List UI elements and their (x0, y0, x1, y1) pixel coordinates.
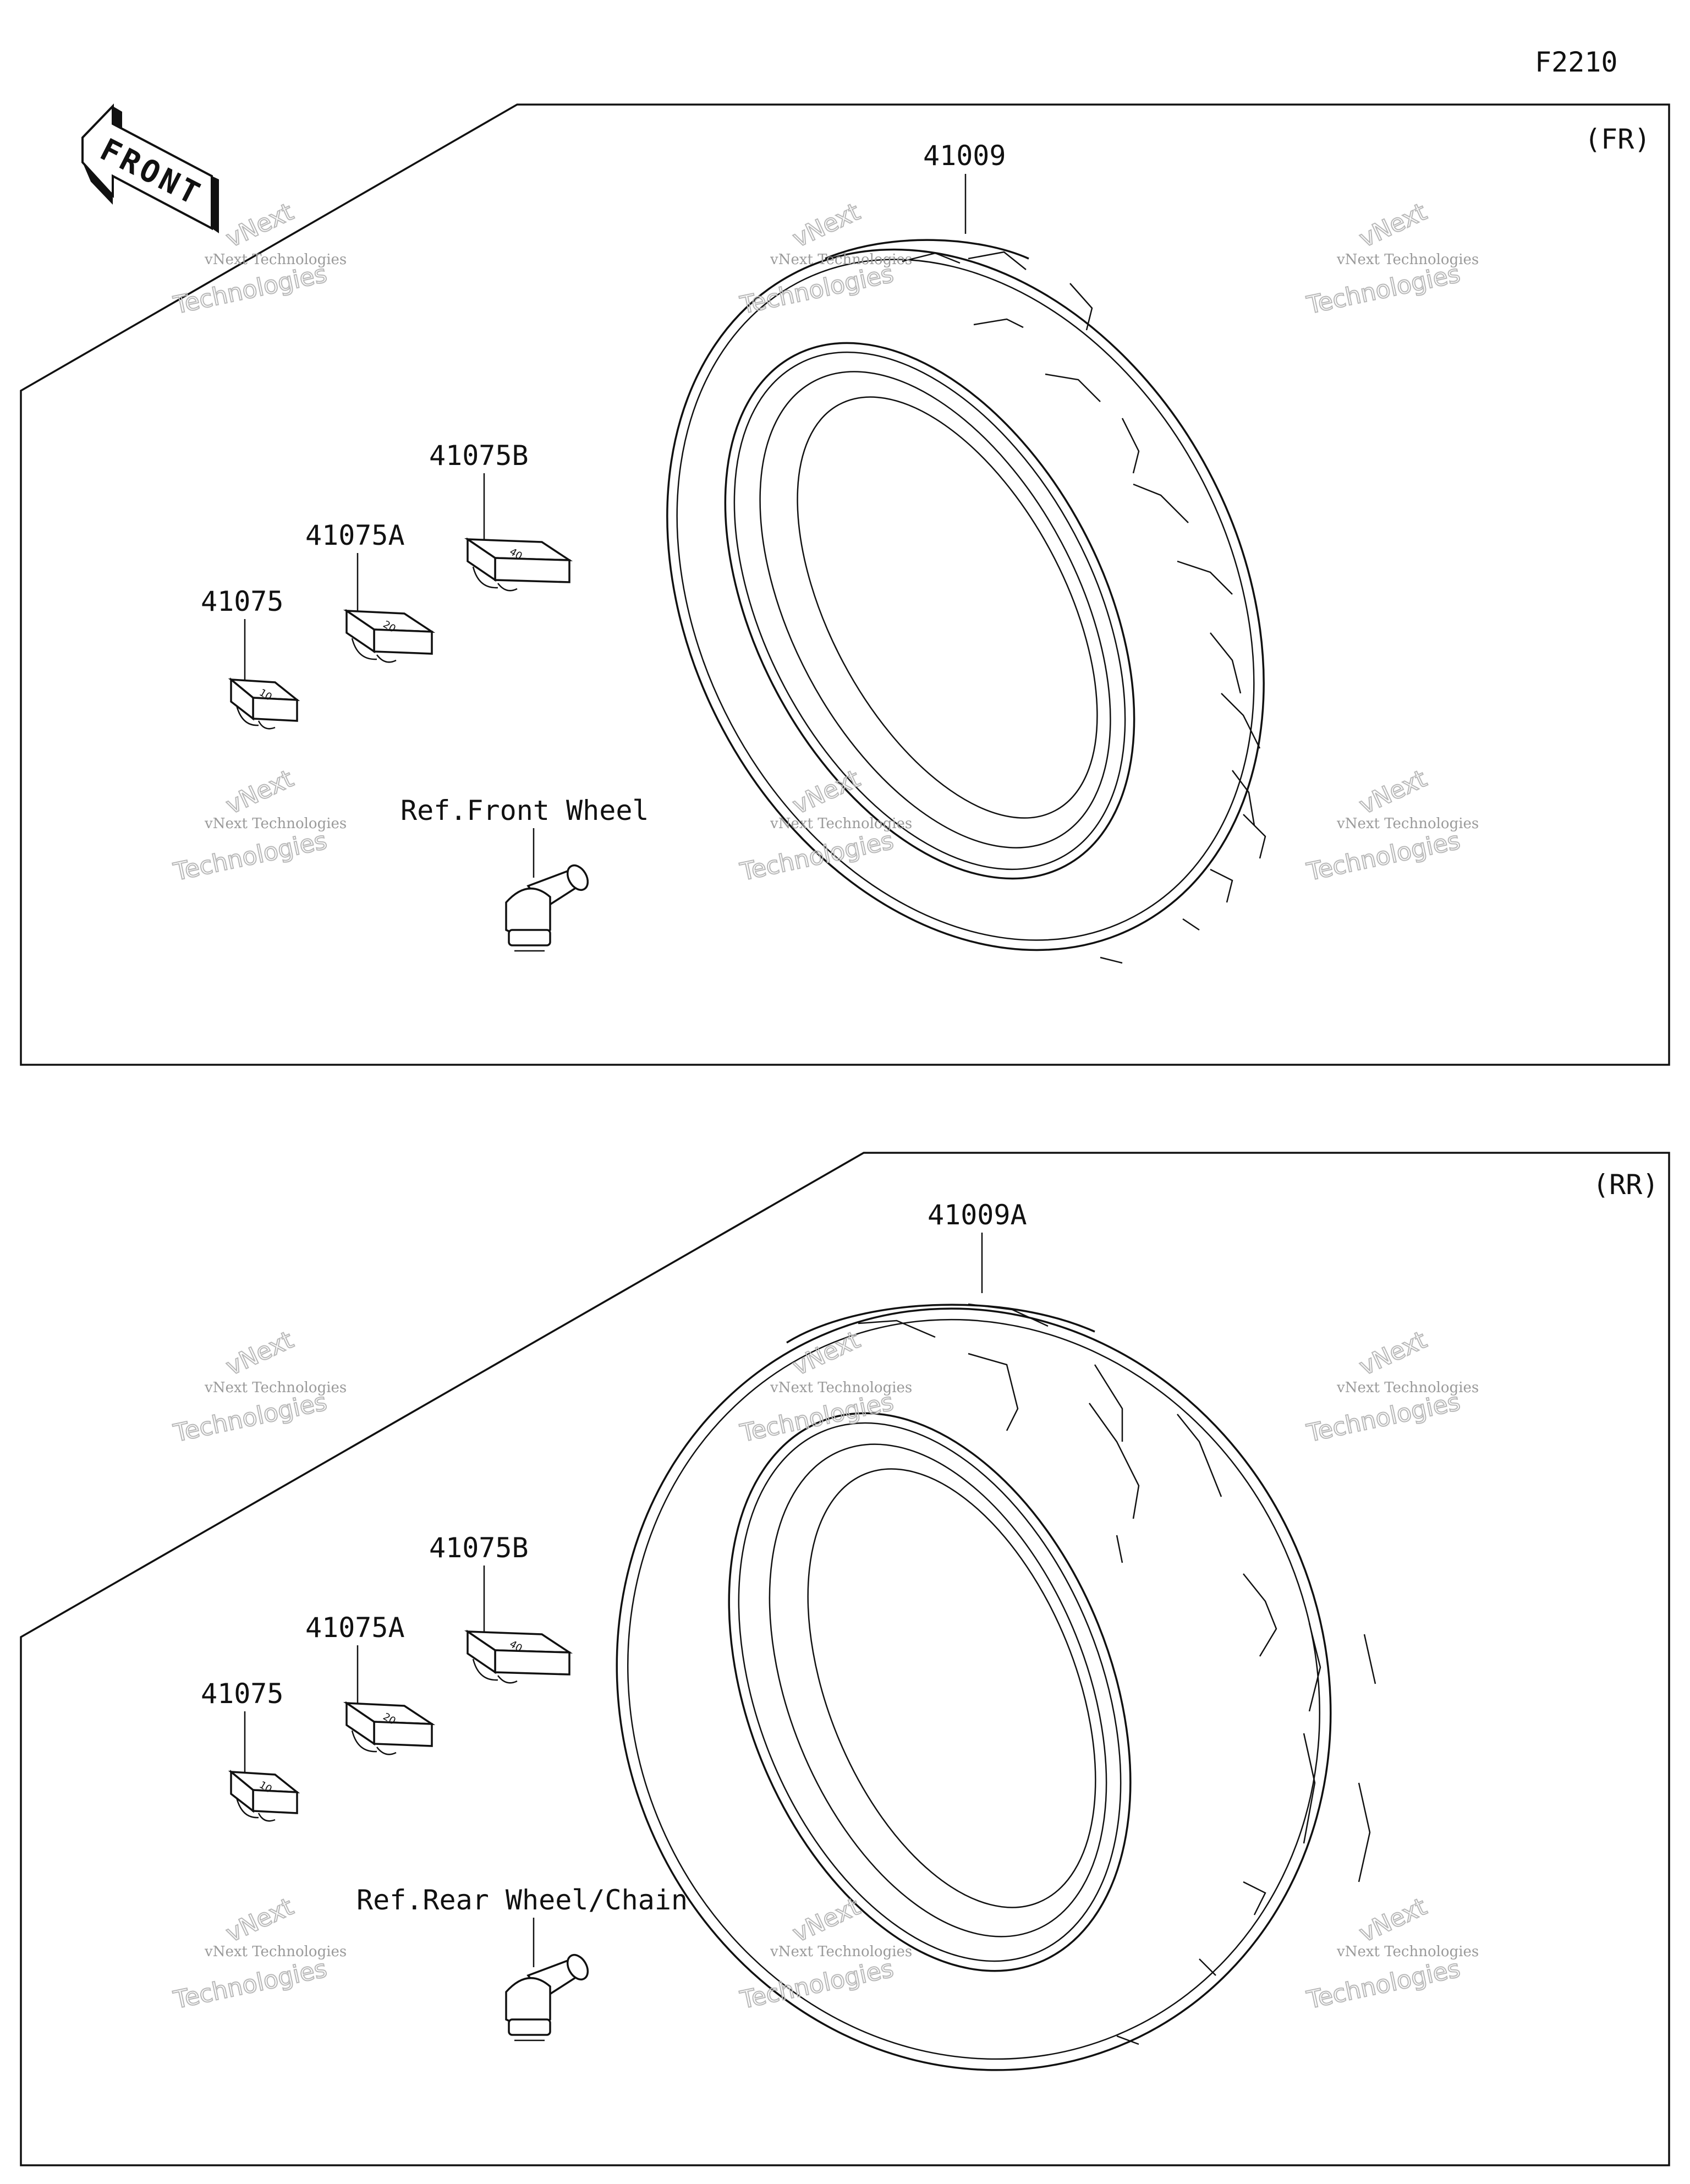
rear-wheel-weight-20-icon: 20 (343, 1701, 436, 1755)
watermark-big: Technologies (1304, 260, 1463, 320)
rear-panel-frame (20, 1152, 1670, 2166)
watermark-big: vNext (222, 1326, 298, 1381)
watermark-small: vNext Technologies (770, 1380, 912, 1396)
watermark-small: vNext Technologies (204, 815, 347, 832)
watermark-big: Technologies (1304, 826, 1463, 886)
front-panel-frame (20, 103, 1670, 1066)
rear-weight-41075B-label: 41075B (429, 1532, 529, 1564)
watermark-big: Technologies (738, 826, 896, 886)
front-weight-41075A-label: 41075A (305, 519, 405, 551)
watermark-small: vNext Technologies (204, 1944, 347, 1960)
front-tire-icon (666, 239, 1266, 964)
watermark-small: vNext Technologies (770, 815, 912, 832)
watermark-big: vNext (1355, 764, 1431, 820)
watermark-big: vNext (1355, 198, 1431, 253)
front-tire-part-number: 41009 (923, 140, 1006, 172)
watermark-big: vNext (1355, 1326, 1431, 1381)
watermark-big: vNext (222, 764, 298, 820)
watermark-big: Technologies (171, 260, 330, 320)
rear-wheel-weight-10-icon: 10 (228, 1770, 300, 1822)
front-panel: (FR) 41009 (20, 103, 1670, 1066)
rear-valve-ref-label: Ref.Rear Wheel/Chain (356, 1884, 688, 1916)
watermark-small: vNext Technologies (770, 251, 912, 268)
front-wheel-weight-10-icon: 10 (228, 677, 300, 730)
front-position-label: (FR) (1584, 123, 1650, 155)
watermark-big: Technologies (171, 1955, 330, 2015)
front-wheel-weight-40-icon: 40 (464, 537, 573, 592)
front-direction-arrow-icon: FRONT (81, 103, 219, 233)
front-valve-ref-label: Ref.Front Wheel (400, 795, 649, 826)
watermark-small: vNext Technologies (204, 1380, 347, 1396)
watermark-big: vNext (222, 198, 298, 253)
front-wheel-weight-20-icon: 20 (343, 609, 436, 663)
watermark-big: Technologies (171, 826, 330, 886)
front-air-valve-icon (505, 864, 589, 952)
watermark-big: vNext (1355, 1892, 1431, 1948)
rear-tire-part-number: 41009A (928, 1199, 1027, 1231)
watermark-big: vNext (222, 1892, 298, 1948)
watermark-small: vNext Technologies (204, 251, 347, 268)
watermark-big: vNext (788, 764, 864, 820)
watermark-small: vNext Technologies (1336, 251, 1479, 268)
rear-tire-icon (616, 1303, 1376, 2071)
watermark-small: vNext Technologies (1336, 1380, 1479, 1396)
watermark-big: Technologies (738, 1955, 896, 2015)
rear-wheel-weight-40-icon: 40 (464, 1629, 573, 1684)
figure-code: F2210 (1535, 46, 1618, 78)
watermark-big: Technologies (1304, 1388, 1463, 1448)
front-weight-41075-label: 41075 (201, 585, 284, 617)
front-weight-41075B-label: 41075B (429, 440, 529, 472)
watermark-big: vNext (788, 198, 864, 253)
watermark-small: vNext Technologies (1336, 815, 1479, 832)
rear-panel: (RR) 41009A (20, 1152, 1670, 2166)
rear-weight-41075-label: 41075 (201, 1678, 284, 1710)
rear-air-valve-icon (505, 1953, 589, 2041)
watermark-big: Technologies (738, 260, 896, 320)
rear-weight-41075A-label: 41075A (305, 1612, 405, 1644)
watermark-big: Technologies (171, 1388, 330, 1448)
rear-position-label: (RR) (1593, 1169, 1659, 1201)
watermark-big: Technologies (738, 1388, 896, 1448)
watermark-big: vNext (788, 1892, 864, 1948)
watermark-small: vNext Technologies (770, 1944, 912, 1960)
watermark-big: Technologies (1304, 1955, 1463, 2015)
watermark-small: vNext Technologies (1336, 1944, 1479, 1960)
